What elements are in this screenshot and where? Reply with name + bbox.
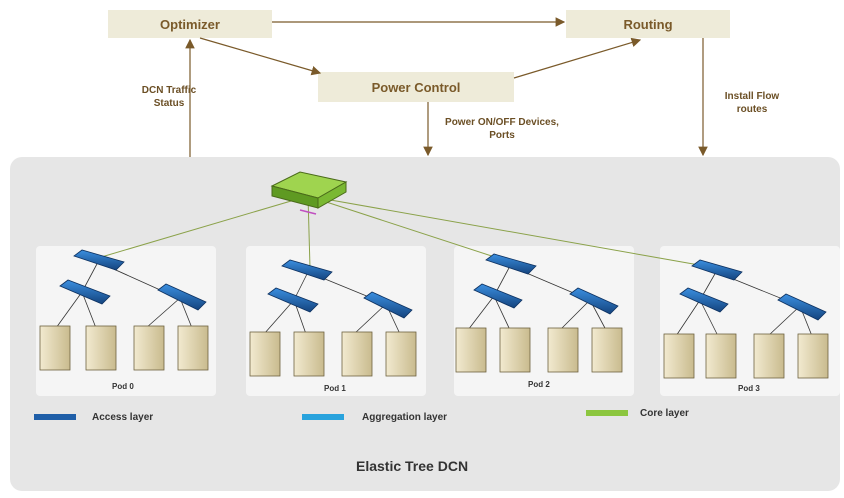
optimizer-to-power-arrow (199, 37, 322, 76)
pod-3-access-switch-2 (777, 293, 827, 321)
dcn-title: Elastic Tree DCN (356, 458, 469, 474)
core-layer-swatch (586, 410, 628, 416)
pod-2-access-switch-2 (569, 287, 619, 315)
access-layer-swatch (34, 414, 76, 420)
pod-1-access-switch-2 (363, 291, 413, 319)
core-links (97, 195, 717, 269)
server (385, 331, 417, 377)
server (455, 327, 487, 373)
control-arrows (185, 17, 708, 157)
core-router-icon (270, 171, 348, 215)
power-onoff-label: Power ON/OFF Devices,Ports (445, 117, 559, 141)
server (85, 325, 117, 371)
pod-1-label: Pod 1 (324, 384, 346, 393)
server (133, 325, 165, 371)
pod-0-label: Pod 0 (112, 382, 134, 391)
pod-1-access-switch-1 (267, 287, 319, 313)
server (705, 333, 737, 379)
server (293, 331, 325, 377)
pod-3-aggregation-switch (691, 259, 743, 281)
server (499, 327, 531, 373)
server (591, 327, 623, 373)
access-layer-label: Access layer (92, 412, 154, 423)
pod-0-access-switch-2 (157, 283, 207, 311)
server (797, 333, 829, 379)
pod-2-aggregation-switch (485, 253, 537, 275)
server (177, 325, 209, 371)
server (39, 325, 71, 371)
pod-3-label: Pod 3 (738, 384, 760, 393)
pod-2-label: Pod 2 (528, 380, 550, 389)
pod-1-devices (249, 259, 417, 377)
power-to-routing-arrow (513, 37, 642, 79)
pod-0-aggregation-switch (73, 249, 125, 271)
routing-box: Routing (566, 10, 730, 38)
optimizer-box: Optimizer (108, 10, 272, 38)
server (663, 333, 695, 379)
server (753, 333, 785, 379)
pod-3-access-switch-1 (679, 287, 729, 313)
aggregation-layer-swatch (302, 414, 344, 420)
power-control-box: Power Control (318, 72, 514, 102)
pod-0-panel (36, 246, 216, 396)
server (547, 327, 579, 373)
pod-2-access-switch-1 (473, 283, 523, 309)
pod-3-devices (663, 259, 829, 379)
server (341, 331, 373, 377)
core-layer-label: Core layer (640, 408, 689, 419)
pod-0-devices (39, 249, 209, 371)
server (249, 331, 281, 377)
aggregation-layer-label: Aggregation layer (362, 412, 448, 423)
pod-2-devices (455, 253, 623, 373)
pod-1-aggregation-switch (281, 259, 333, 281)
pod-0-access-switch-1 (59, 279, 111, 305)
